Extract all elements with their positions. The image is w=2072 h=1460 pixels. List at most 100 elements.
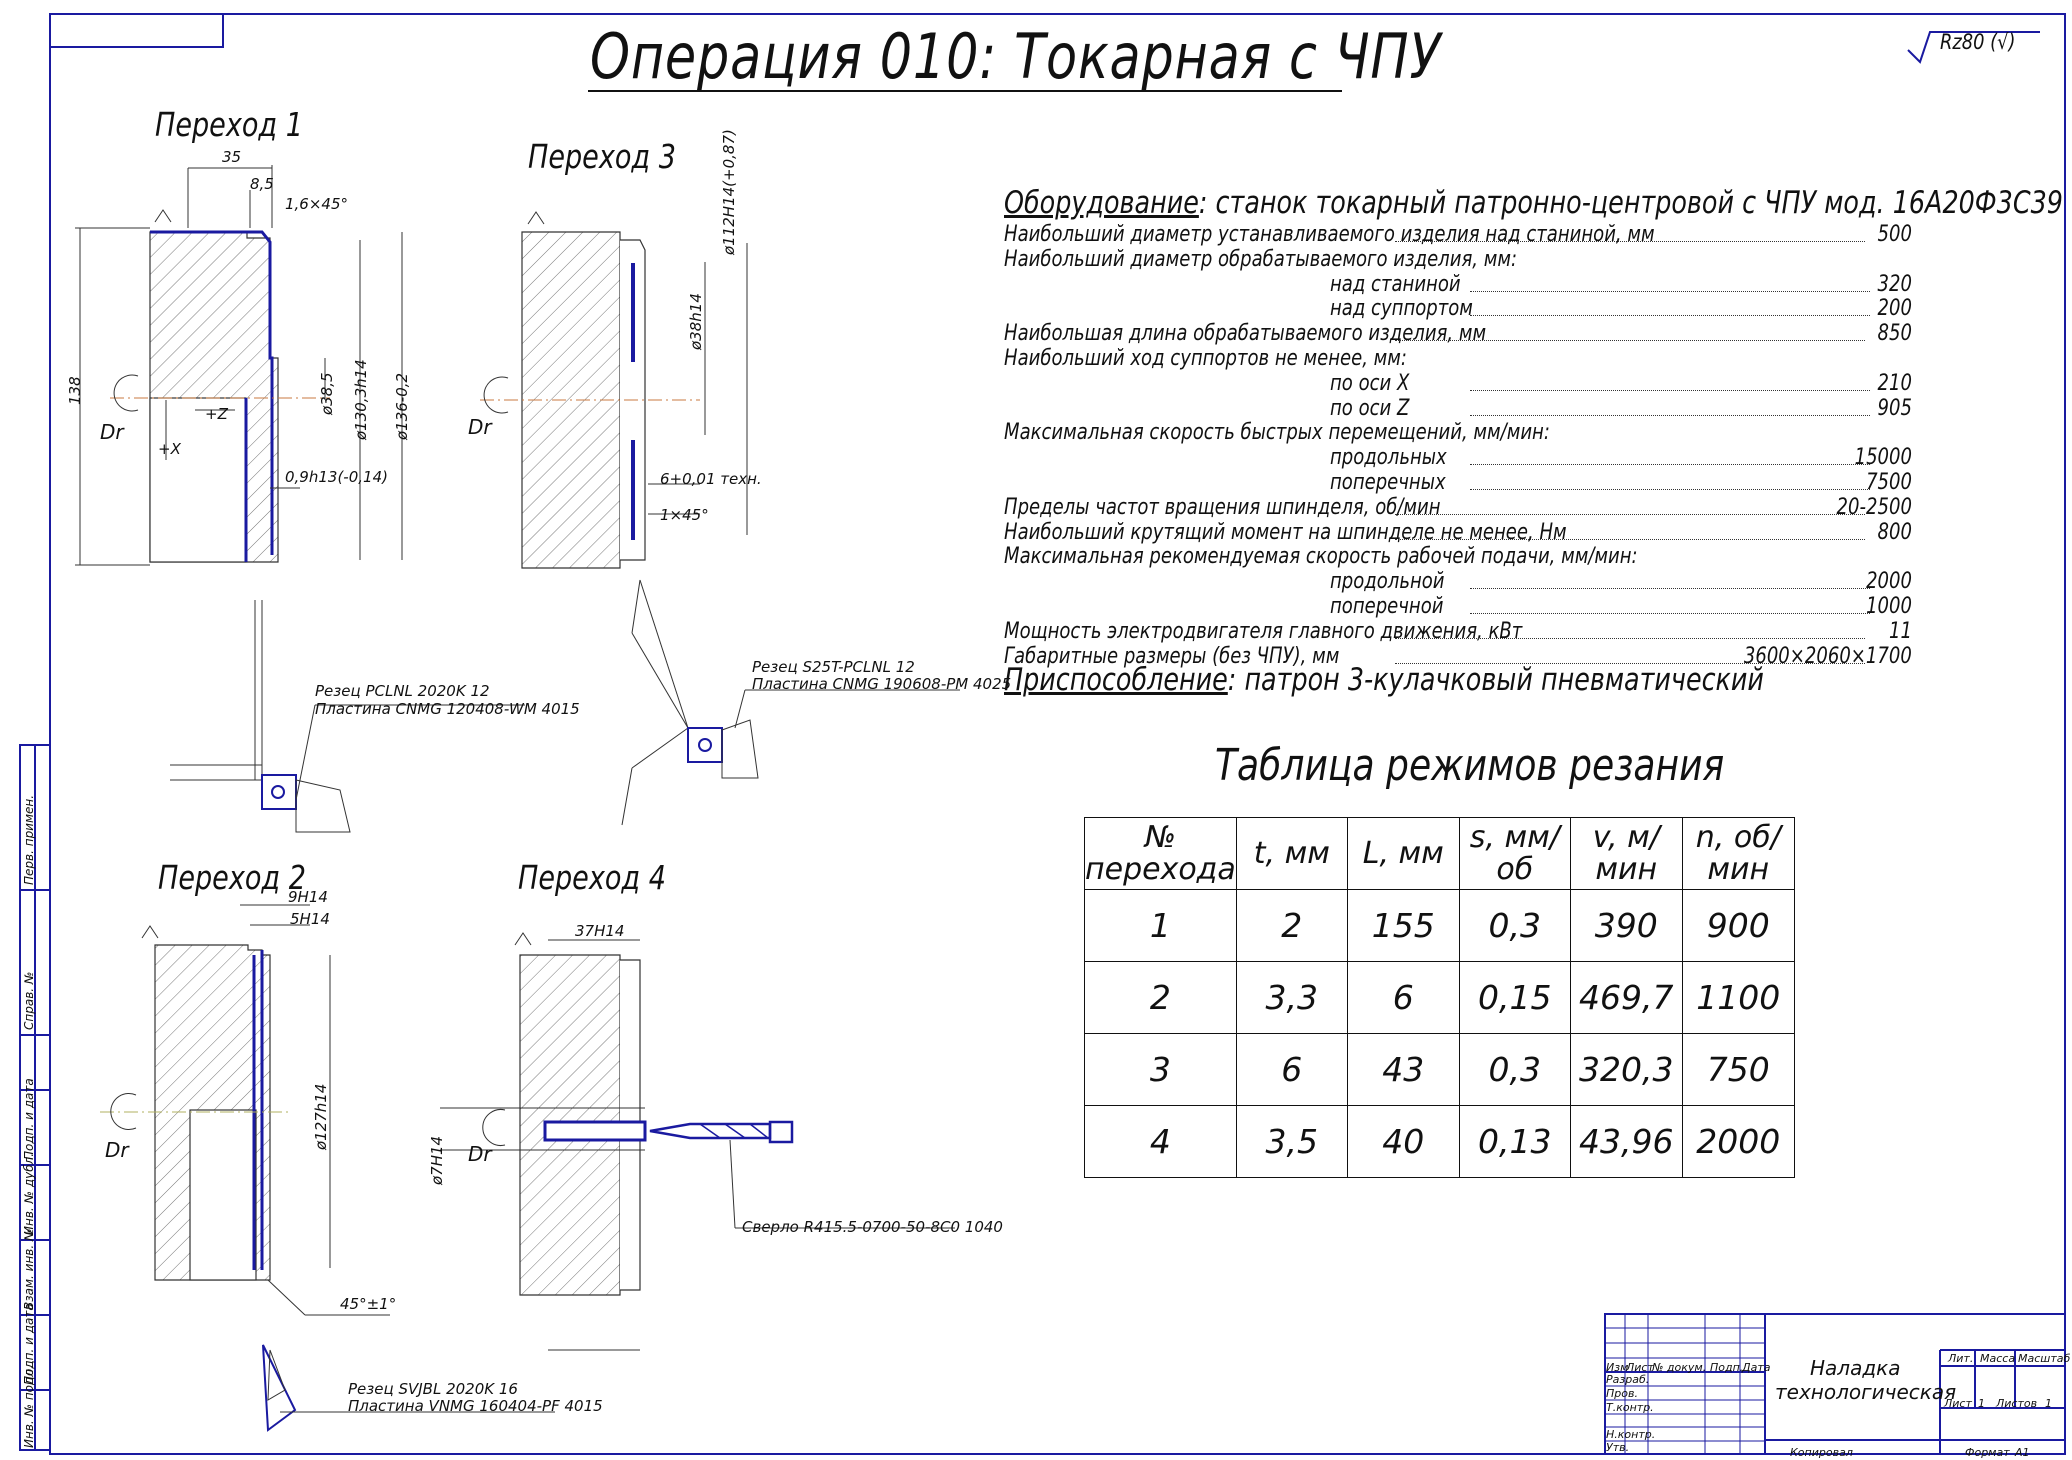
dr-label-1: Dr [100, 420, 124, 444]
header-cell: L, мм [1346, 817, 1460, 890]
step3-part [480, 211, 748, 569]
stamp-sheet-no: 1 [1978, 1397, 1985, 1410]
dim-9h14: 9H14 [288, 888, 328, 906]
table-cell: 6 [1346, 961, 1460, 1034]
dim-d127: ø127h14 [312, 1083, 330, 1150]
stamp-sheets: Листов [1996, 1397, 2038, 1410]
stamp-hdr: Изм [1606, 1361, 1629, 1374]
spec-leader-dots [1470, 588, 1870, 590]
stamp-sheet: Лист [1944, 1397, 1972, 1410]
side-label: Перв. примен. [22, 794, 36, 885]
spec-label: Наибольшая длина обрабатываемого изделия… [1004, 321, 1487, 347]
spec-value: 320 [1877, 271, 1912, 297]
dim-5h14: 5H14 [290, 910, 330, 928]
stamp-format-val: А1 [2015, 1446, 2030, 1459]
axis-x-label: +X [158, 440, 181, 458]
spec-label: Максимальная скорость быстрых перемещени… [1004, 420, 1550, 446]
dim-6-tech: 6+0,01 техн. [660, 470, 762, 488]
step2-title: Переход 2 [158, 858, 306, 897]
spec-label: продольных [1330, 445, 1447, 471]
table-cell: 0,13 [1458, 1105, 1571, 1178]
dim-d38h14: ø38h14 [687, 293, 705, 350]
table-cell: 40 [1346, 1105, 1460, 1178]
dim-138: 138 [66, 376, 84, 405]
stamp-scale: Масштаб [2018, 1352, 2071, 1365]
stamp-lit: Лит. [1948, 1352, 1974, 1365]
dim-35: 35 [222, 148, 242, 166]
header-cell: s, мм/об [1458, 817, 1571, 890]
spec-label: продольной [1330, 569, 1445, 595]
axis-z-label: +Z [205, 405, 228, 423]
table-cell: 155 [1346, 889, 1460, 962]
table-cell: 0,3 [1458, 889, 1571, 962]
spec-leader-dots [1470, 290, 1870, 292]
spec-leader-dots [1470, 613, 1870, 614]
table-cell: 320,3 [1569, 1033, 1683, 1106]
page-title: Операция 010: Токарная с ЧПУ [590, 20, 1442, 93]
spec-label: по оси Z [1330, 395, 1410, 421]
spec-leader-dots [1395, 340, 1865, 342]
fixture-heading: Приспособление: патрон 3-кулачковый пнев… [1004, 662, 1764, 698]
tool1-line2: Пластина CNMG 120408-WM 4015 [315, 700, 580, 718]
table-cell: 750 [1681, 1033, 1795, 1106]
step4-drill [649, 1120, 955, 1229]
side-label: Инв. № дубл. [22, 1152, 36, 1235]
stamp-hdr: Лист [1626, 1361, 1654, 1374]
spec-leader-dots [1470, 315, 1870, 317]
stamp-sheets-no: 1 [2045, 1397, 2052, 1410]
stamp-role: Н.контр. [1606, 1428, 1656, 1441]
doc-name-line2: технологическая [1775, 1380, 1957, 1404]
table-cell: 2000 [1681, 1105, 1795, 1178]
title-block [1604, 1313, 2066, 1455]
spec-label: Пределы частот вращения шпинделя, об/мин [1004, 494, 1441, 520]
cutting-modes-table: № перехода t, мм L, мм s, мм/об v, м/мин… [1084, 817, 1795, 1178]
spec-label: Максимальная рекомендуемая скорость рабо… [1004, 544, 1638, 570]
dim-0-9: 0,9h13(-0,14) [285, 468, 388, 486]
table-cell: 469,7 [1569, 961, 1683, 1034]
header-cell: t, мм [1235, 817, 1348, 890]
spec-value: 15000 [1854, 445, 1912, 471]
dim-angle-45: 45°±1° [340, 1295, 397, 1313]
table-row: 1 2 155 0,3 390 900 [1084, 889, 1795, 962]
spec-value: 7500 [1866, 470, 1912, 495]
spec-label: поперечной [1330, 594, 1444, 619]
table-cell: 1 [1084, 889, 1237, 962]
side-label: Справ. № [22, 971, 36, 1030]
table-header-row: № перехода t, мм L, мм s, мм/об v, м/мин… [1084, 817, 1795, 890]
step2-tool [262, 1344, 555, 1432]
dim-chamfer3: 1×45° [660, 506, 709, 524]
tool2-line2: Пластина VNMG 160404-PF 4015 [348, 1397, 603, 1415]
spec-value: 500 [1877, 222, 1912, 247]
step3-title: Переход 3 [528, 137, 676, 176]
table-cell: 0,15 [1458, 961, 1571, 1034]
spec-value: 1000 [1866, 594, 1912, 619]
table-cell: 2 [1084, 961, 1237, 1034]
step2-part [100, 904, 390, 1316]
spec-value: 210 [1877, 370, 1912, 396]
dim-d136: ø136-0,2 [393, 372, 411, 440]
stamp-hdr: Подп. [1710, 1361, 1744, 1374]
stamp-role: Т.контр. [1606, 1401, 1654, 1414]
spec-leader-dots [1395, 662, 1865, 664]
table-cell: 4 [1084, 1105, 1237, 1178]
spec-label: по оси X [1330, 370, 1410, 396]
spec-leader-dots [1470, 489, 1870, 490]
spec-value: 11 [1889, 618, 1912, 644]
dim-chamfer1: 1,6×45° [285, 195, 349, 213]
table-cell: 3,5 [1235, 1105, 1348, 1178]
stamp-role: Разраб. [1606, 1373, 1650, 1386]
dim-d38-5: ø38,5 [318, 372, 336, 415]
table-cell: 43,96 [1569, 1105, 1683, 1178]
table-cell: 1100 [1681, 961, 1795, 1034]
tool4-line1: Сверло R415.5-0700-50-8C0 1040 [742, 1218, 1003, 1236]
spec-value: 905 [1877, 395, 1912, 421]
spec-value: 2000 [1866, 569, 1912, 595]
spec-value: 850 [1877, 321, 1912, 347]
side-label: Подп. и дата [22, 1078, 36, 1160]
step1-title: Переход 1 [155, 105, 303, 144]
step3-toolpath [621, 579, 960, 826]
spec-leader-dots [1395, 538, 1865, 540]
dim-37h14: 37H14 [575, 922, 625, 940]
table-cell: 3 [1084, 1033, 1237, 1106]
table-cell: 2 [1235, 889, 1348, 962]
